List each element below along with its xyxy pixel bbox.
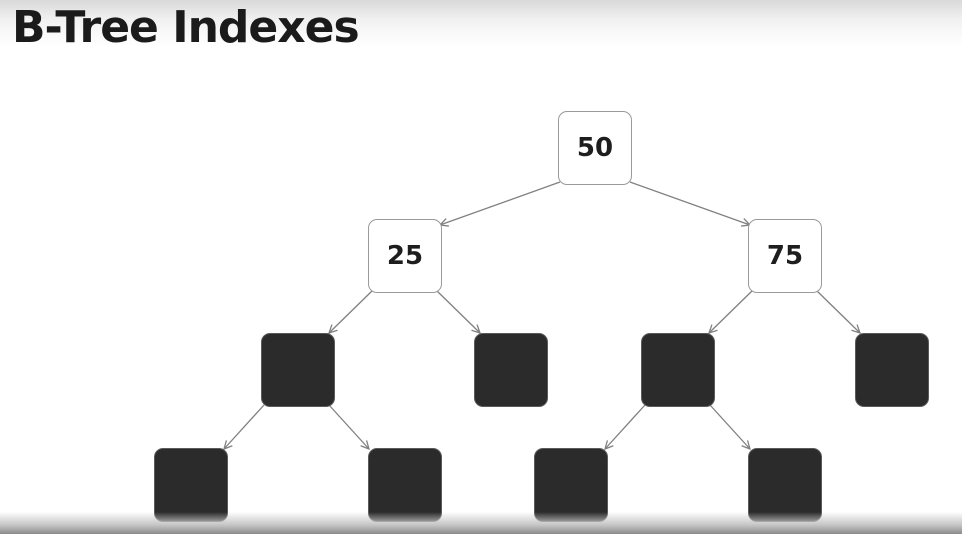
edge-root-to-25 bbox=[440, 181, 561, 225]
tree-node-left-child: 25 bbox=[368, 219, 442, 293]
tree-node-empty bbox=[261, 333, 335, 407]
tree-node-empty bbox=[641, 333, 715, 407]
tree-node-root: 50 bbox=[558, 111, 632, 185]
tree-node-empty bbox=[855, 333, 929, 407]
bottom-shade bbox=[0, 512, 962, 534]
tree-node-empty bbox=[534, 448, 608, 522]
edge-75-to-leaf-c bbox=[709, 289, 754, 333]
edge-leaf-a-to-leaf-f bbox=[328, 404, 369, 449]
tree-node-empty bbox=[154, 448, 228, 522]
slide-title: B-Tree Indexes bbox=[12, 2, 360, 53]
edge-leaf-c-to-leaf-g bbox=[605, 404, 646, 449]
edge-leaf-a-to-leaf-e bbox=[224, 404, 265, 449]
tree-node-empty bbox=[474, 333, 548, 407]
tree-node-empty bbox=[748, 448, 822, 522]
edge-root-to-75 bbox=[629, 181, 750, 225]
edge-leaf-c-to-leaf-h bbox=[709, 404, 750, 449]
edge-25-to-leaf-a bbox=[329, 289, 374, 333]
tree-node-empty bbox=[368, 448, 442, 522]
tree-node-right-child: 75 bbox=[748, 219, 822, 293]
top-shade bbox=[0, 0, 962, 46]
edge-75-to-leaf-d bbox=[815, 289, 860, 333]
edge-25-to-leaf-b bbox=[435, 289, 480, 333]
